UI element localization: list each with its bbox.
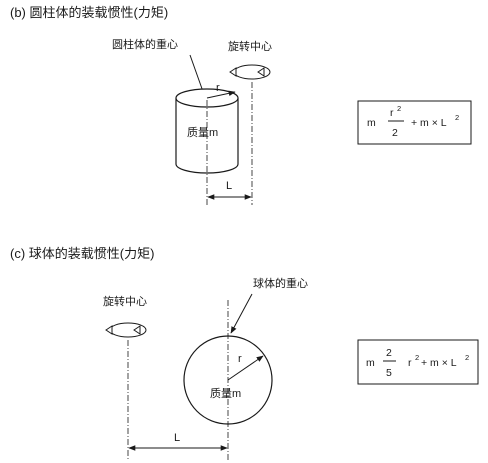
sphere-radius-arrow [227,355,264,381]
cylinder-radius-arrow [206,90,236,99]
cylinder-formula-m: m [367,117,376,129]
sphere-mass-label: 质量m [210,387,241,400]
sphere-formula-numerator: 2 [386,347,392,359]
sphere-distance-label: L [174,432,180,444]
section-cylinder: (b) 圆柱体的装载惯性(力矩) 圆柱体的重心 旋转中心 r 质量m L [10,5,472,205]
sphere-formula-r: r [408,357,412,369]
sphere-axis-label: 旋转中心 [103,294,147,308]
cylinder-formula-tail-exp: 2 [455,113,459,122]
rotation-icon [229,64,271,80]
sphere-formula-m: m [366,357,375,369]
rotation-icon [105,322,147,338]
sphere-radius-label: r [238,353,242,365]
cylinder-formula-tail: + m × L [411,117,447,129]
sphere-centroid-leader [230,293,253,334]
cylinder-formula-numerator: r [390,107,394,119]
section-sphere: (c) 球体的装载惯性(力矩) 球体的重心 旋转中心 r 质量m L m 2 [10,246,479,460]
sphere-centroid-label: 球体的重心 [253,276,308,290]
sphere-formula-r-exp: 2 [415,353,419,362]
cylinder-mass-label: 质量m [187,126,218,139]
section-b-title: (b) 圆柱体的装载惯性(力矩) [10,5,168,20]
cylinder-axis-label: 旋转中心 [228,39,272,53]
cylinder-radius-label: r [216,82,220,94]
sphere-formula-tail-exp: 2 [465,353,469,362]
section-c-title: (c) 球体的装载惯性(力矩) [10,246,154,261]
sphere-formula-box: m 2 5 r 2 + m × L 2 [357,339,479,385]
sphere-formula-denominator: 5 [386,367,392,379]
sphere-formula-tail: + m × L [421,357,457,369]
cylinder-centroid-label: 圆柱体的重心 [112,37,178,51]
cylinder-formula-denominator: 2 [392,127,398,139]
cylinder-formula-numerator-exp: 2 [397,104,401,113]
cylinder-formula-box: m r 2 2 + m × L 2 [357,100,472,145]
cylinder-distance-label: L [226,180,232,192]
